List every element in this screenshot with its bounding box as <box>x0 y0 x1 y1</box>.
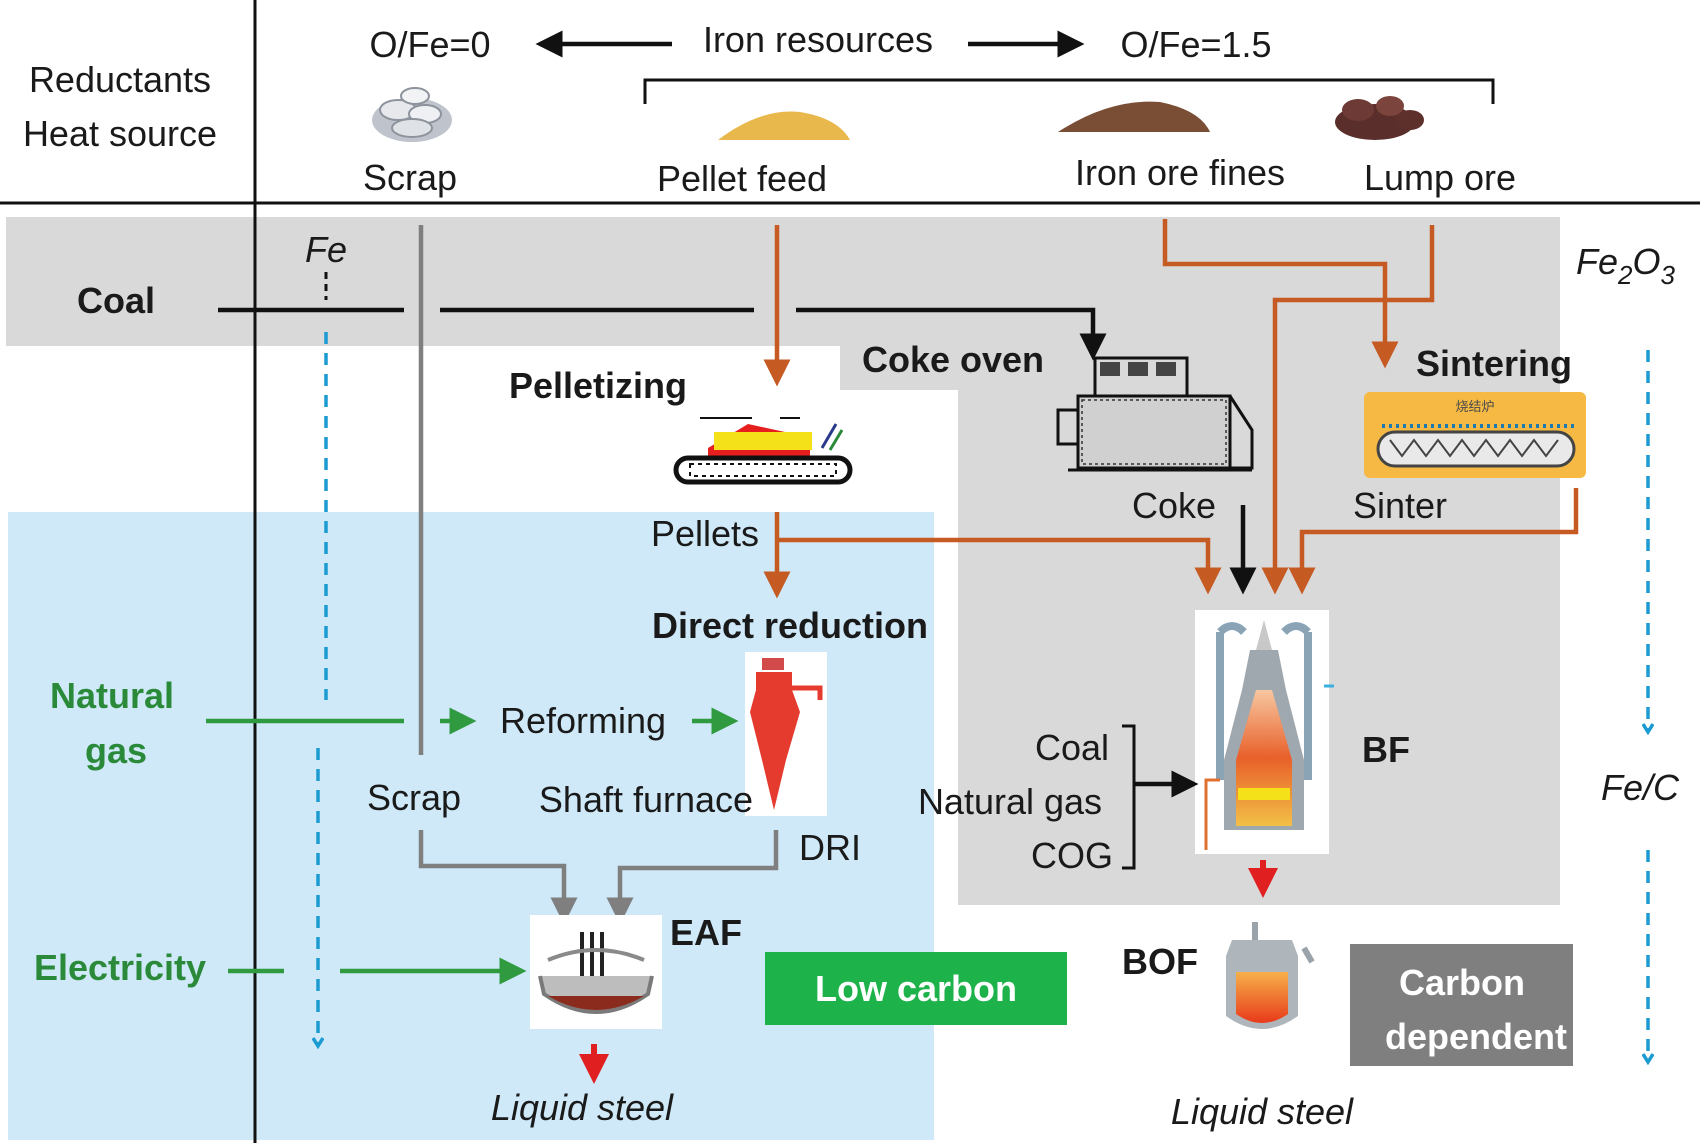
fe-label: Fe <box>305 229 347 270</box>
bf-fuel-bracket <box>1122 724 1136 870</box>
direct-reduction-label: Direct reduction <box>652 605 928 646</box>
scrap-header-label: Scrap <box>363 157 457 198</box>
shaft-furnace-label: Shaft furnace <box>539 779 753 820</box>
lump-ore-pile-icon <box>1335 96 1424 140</box>
coal-label: Coal <box>77 280 155 321</box>
low-carbon-badge <box>765 952 1067 1025</box>
scrap-to-eaf-label: Scrap <box>367 777 461 818</box>
carbon-dependent-label-line1: Carbon <box>1399 962 1525 1003</box>
carbon-dependent-label-line2: dependent <box>1385 1016 1567 1057</box>
coke-oven-icon <box>1056 356 1254 472</box>
pelletizing-label: Pelletizing <box>509 365 687 406</box>
reductants-label: Reductants <box>29 59 211 100</box>
liquid-steel-eaf-label: Liquid steel <box>491 1087 674 1128</box>
carbon-dependent-badge <box>1350 944 1573 1066</box>
fe-c-label: Fe/C <box>1601 767 1680 808</box>
shaft-furnace-icon <box>745 652 827 816</box>
pelletizing-machine-icon <box>673 417 853 485</box>
bf-label: BF <box>1362 729 1410 770</box>
sinter-to-bf-arrow <box>1288 488 1579 595</box>
bf-cog-label: COG <box>1031 835 1113 876</box>
lump-ore-label: Lump ore <box>1364 157 1516 198</box>
bof-converter-icon <box>1226 922 1315 1029</box>
scrap-to-eaf-arrow <box>418 830 578 925</box>
bof-label: BOF <box>1122 941 1198 982</box>
dri-label: DRI <box>799 827 861 868</box>
fe2o3-o: O <box>1632 241 1660 282</box>
dri-to-eaf-arrow <box>606 830 779 925</box>
coke-oven-label: Coke oven <box>862 339 1044 380</box>
heat-source-label: Heat source <box>23 113 217 154</box>
eaf-label: EAF <box>670 912 742 953</box>
fe2o3-label: Fe2O3 <box>1576 241 1676 290</box>
low-carbon-label: Low carbon <box>815 968 1017 1009</box>
blast-furnace-icon <box>1195 610 1334 854</box>
sinter-label: Sinter <box>1353 485 1447 526</box>
fe2o3-sub-2: 2 <box>1617 260 1633 290</box>
scrap-pile-icon <box>372 87 452 142</box>
pellet-feed-label: Pellet feed <box>657 158 827 199</box>
fe2o3-sub-3: 3 <box>1661 260 1676 290</box>
liquid-steel-bof-label: Liquid steel <box>1171 1091 1354 1132</box>
iron-resources-label: Iron resources <box>703 19 933 60</box>
electricity-label: Electricity <box>34 947 206 988</box>
bf-natural-gas-label: Natural gas <box>918 781 1102 822</box>
fe2o3-fe: Fe <box>1576 241 1618 282</box>
coal-supply-line <box>218 272 1107 361</box>
eaf-icon <box>530 915 662 1029</box>
natural-gas-label-line1: Natural <box>50 675 174 716</box>
pellet-feed-pile-icon <box>718 111 850 140</box>
pellets-label: Pellets <box>651 513 759 554</box>
iron-resources-bracket <box>643 78 1495 104</box>
pellets-to-bf-arrow <box>778 537 1222 595</box>
lump-ore-to-bf-arrow <box>1261 225 1435 595</box>
iron-ore-fines-label: Iron ore fines <box>1075 152 1285 193</box>
gray-region <box>6 217 1560 905</box>
reforming-label: Reforming <box>500 700 666 741</box>
iron-ore-fines-to-sintering-arrow <box>1162 219 1399 369</box>
o-fe-1-5-label: O/Fe=1.5 <box>1120 24 1271 65</box>
sintering-machine-icon: 烧结炉 <box>1364 392 1586 478</box>
iron-ore-fines-pile-icon <box>1058 101 1210 132</box>
coke-label: Coke <box>1132 485 1216 526</box>
bf-coal-label: Coal <box>1035 727 1109 768</box>
natural-gas-label-line2: gas <box>85 730 147 771</box>
light-blue-region <box>8 512 934 1140</box>
o-fe-zero-label: O/Fe=0 <box>369 24 490 65</box>
sinter-sign-label: 烧结炉 <box>1455 400 1494 415</box>
sintering-label: Sintering <box>1416 343 1572 384</box>
